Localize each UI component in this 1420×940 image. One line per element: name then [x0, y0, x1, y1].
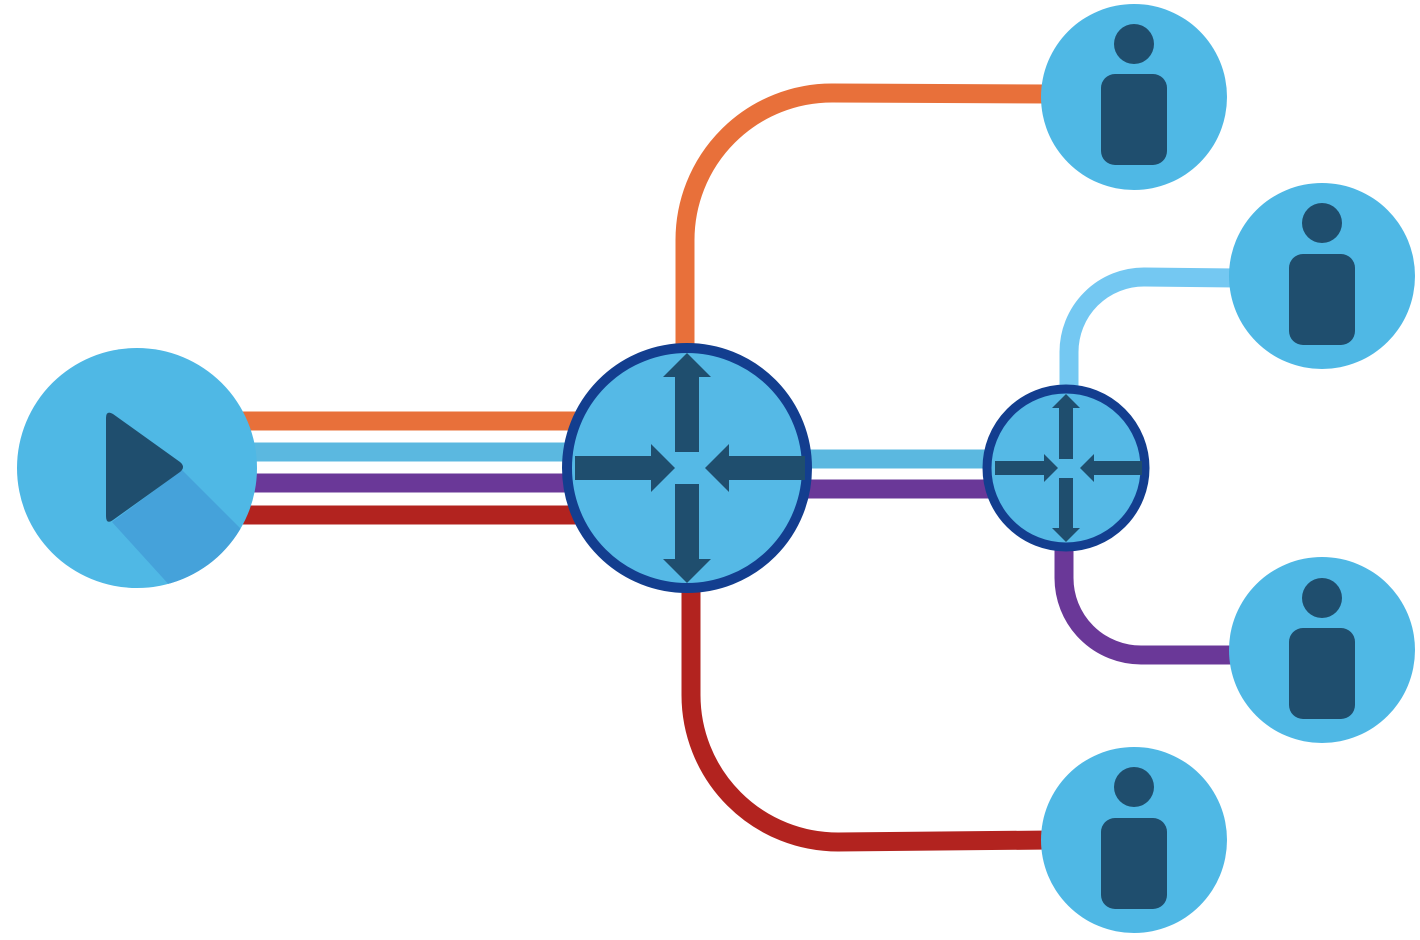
user-node-3 [1229, 557, 1415, 743]
connections [235, 83, 1237, 852]
user-node-4 [1041, 747, 1227, 933]
user-node-1 [1041, 4, 1227, 190]
router-arrows-icon [575, 353, 805, 583]
router-arrows-icon [995, 394, 1142, 542]
user-icon [1101, 767, 1167, 909]
red-branch-line [681, 588, 1051, 852]
main-router-node [562, 343, 812, 593]
user-icon [1289, 578, 1355, 719]
user-node-2 [1229, 183, 1415, 369]
sky-branch-line [1059, 267, 1237, 392]
source-node [17, 348, 257, 588]
orange-branch-line [675, 83, 1051, 350]
purple-branch-line [1054, 544, 1234, 665]
user-icon [1289, 203, 1355, 345]
play-icon [106, 412, 183, 522]
secondary-router-node [982, 384, 1150, 552]
user-icon [1101, 24, 1167, 165]
